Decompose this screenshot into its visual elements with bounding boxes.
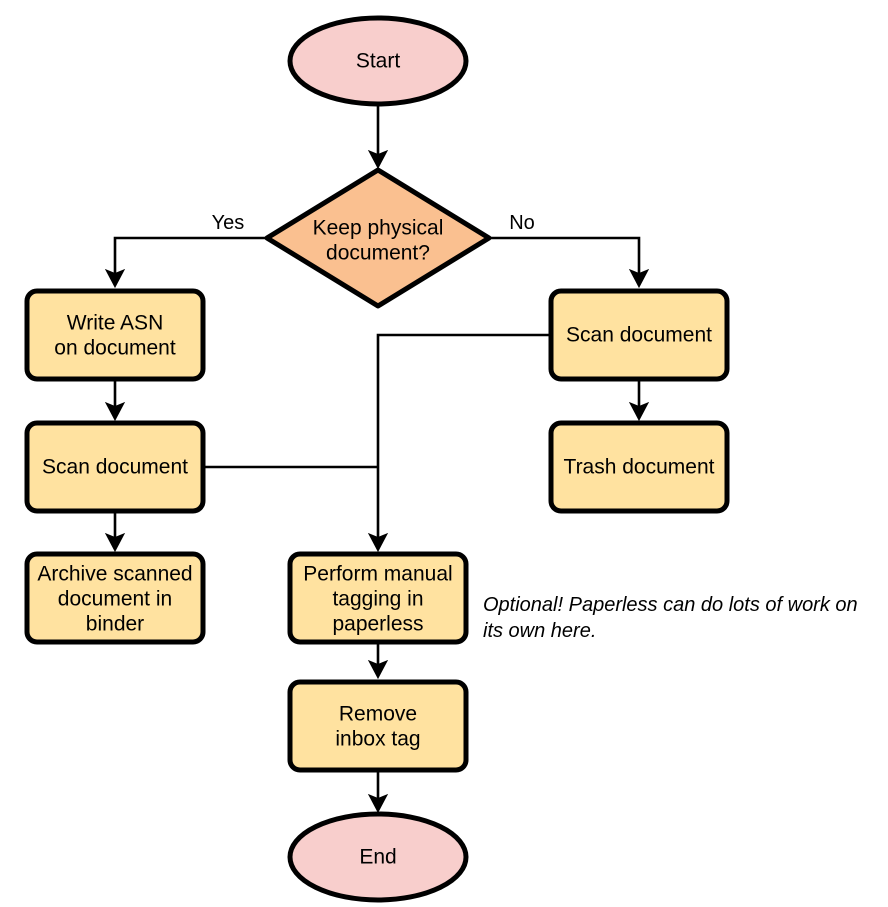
decision-label-line-2: document? (326, 242, 430, 265)
start-label: Start (356, 50, 401, 73)
end-ellipse[interactable] (287, 811, 469, 903)
node-trash[interactable]: Trash document (548, 420, 730, 514)
node-decision[interactable]: Keep physical document? (264, 167, 492, 309)
decision-label-line-1: Keep physical (313, 217, 444, 240)
start-ellipse[interactable] (287, 15, 469, 107)
tagging-box[interactable] (287, 551, 469, 645)
decision-diamond[interactable] (264, 167, 492, 309)
node-scan-document-left[interactable]: Scan document (24, 420, 206, 514)
archive-label-line-2: document in (58, 588, 172, 611)
tagging-label-line-2: tagging in (332, 588, 423, 611)
node-remove-inbox-tag[interactable]: Remove inbox tag (287, 679, 469, 773)
node-start[interactable]: Start (287, 15, 469, 107)
scan-right-box[interactable] (548, 288, 730, 382)
write-asn-label-line-1: Write ASN (67, 312, 163, 335)
node-scan-document-right[interactable]: Scan document (548, 288, 730, 382)
scan-left-box[interactable] (24, 420, 206, 514)
annotation-line-2: its own here. (483, 620, 596, 642)
trash-label: Trash document (564, 456, 715, 479)
scan-right-label: Scan document (566, 324, 712, 347)
annotation-optional-note: Optional! Paperless can do lots of work … (483, 594, 858, 642)
edge-decision-no-to-scan-right (491, 236, 650, 289)
write-asn-box[interactable] (24, 288, 206, 382)
edge-scan-right-to-tagging (367, 333, 551, 553)
node-archive[interactable]: Archive scanned document in binder (24, 551, 206, 645)
edge-label-yes: Yes (212, 212, 245, 234)
edge-label-no: No (509, 212, 535, 234)
node-tagging[interactable]: Perform manual tagging in paperless (287, 551, 469, 645)
remove-inbox-box[interactable] (287, 679, 469, 773)
archive-box[interactable] (24, 551, 206, 645)
archive-label-line-3: binder (86, 613, 144, 636)
scan-left-label: Scan document (42, 456, 188, 479)
remove-inbox-label-line-1: Remove (339, 703, 417, 726)
trash-box[interactable] (548, 420, 730, 514)
edge-decision-yes-to-write-asn (104, 236, 265, 289)
node-write-asn[interactable]: Write ASN on document (24, 288, 206, 382)
tagging-label-line-3: paperless (332, 613, 423, 636)
tagging-label-line-1: Perform manual (303, 563, 452, 586)
annotation-line-1: Optional! Paperless can do lots of work … (483, 594, 858, 616)
write-asn-label-line-2: on document (54, 337, 176, 360)
edges (104, 104, 650, 814)
remove-inbox-label-line-2: inbox tag (335, 728, 420, 751)
node-end[interactable]: End (287, 811, 469, 903)
archive-label-line-1: Archive scanned (37, 563, 192, 586)
end-label: End (359, 846, 396, 869)
